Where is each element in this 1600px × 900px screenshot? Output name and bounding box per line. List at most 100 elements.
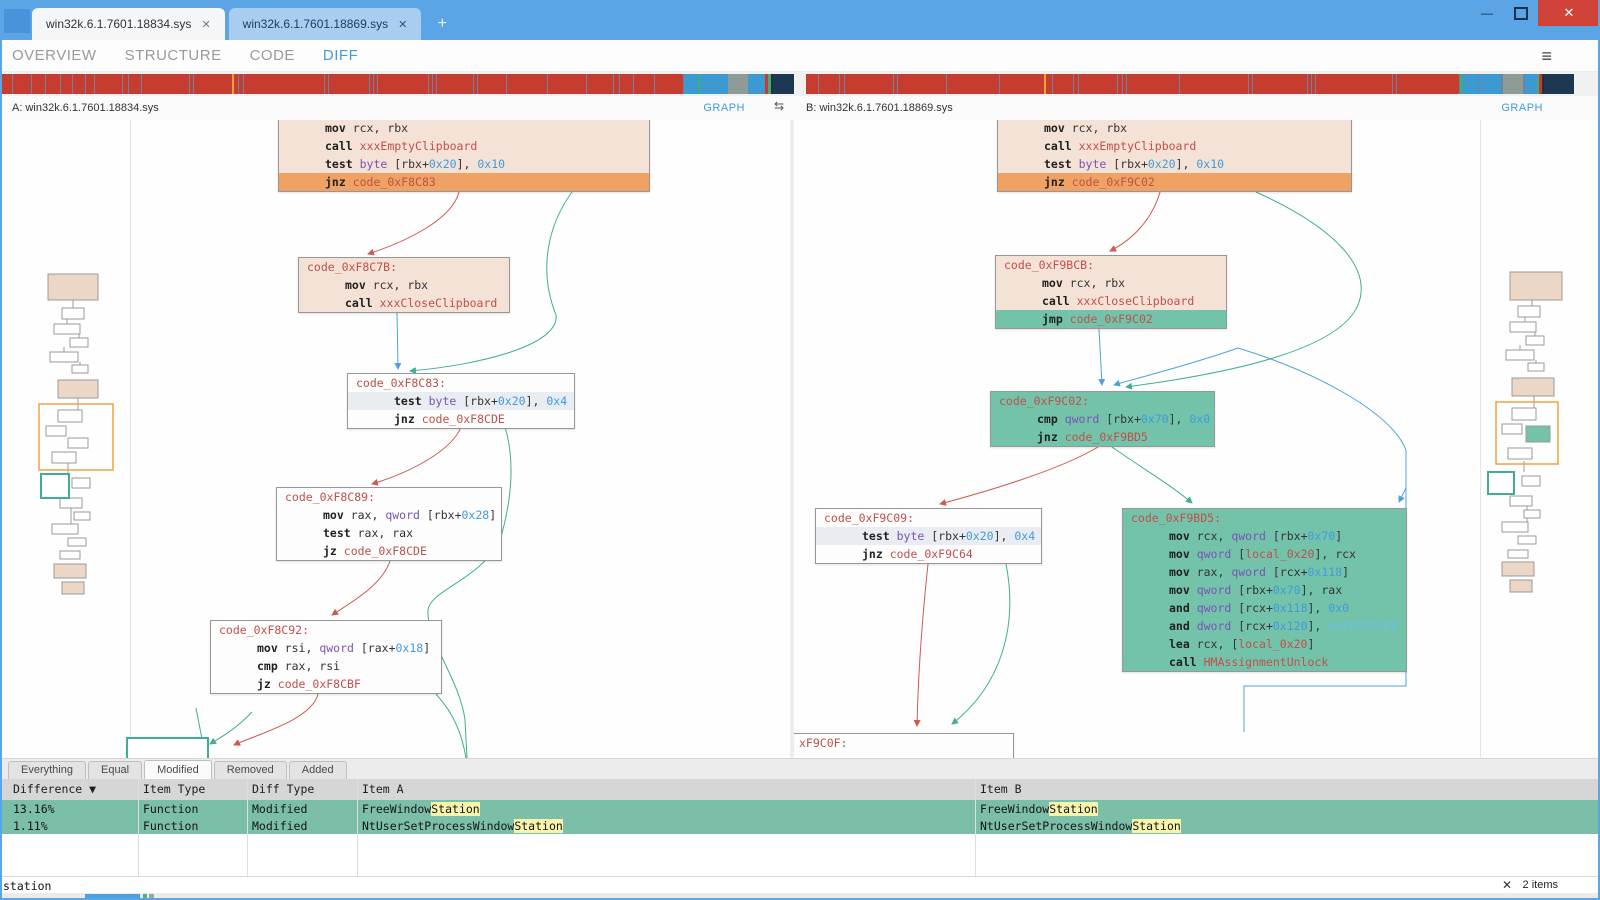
code-block-code0xF9BD5[interactable]: code_0xF9BD5:mov rcx, qword [rbx+0x70]mo…	[1122, 508, 1407, 672]
asm-line: mov rax, qword [rbx+0x28]	[323, 508, 497, 522]
diff-segment	[1392, 74, 1393, 94]
menu-item-overview[interactable]: OVERVIEW	[12, 47, 97, 64]
tab-close-icon[interactable]: ✕	[398, 18, 408, 31]
diff-segment	[1126, 74, 1127, 94]
diff-segment	[1053, 74, 1073, 94]
match-position-strip[interactable]	[0, 893, 1600, 900]
column-header-item-a[interactable]: Item A	[362, 782, 404, 796]
diff-segment	[243, 74, 244, 94]
code-block-xF9C0F[interactable]: xF9C0F:	[794, 733, 1014, 758]
diff-strip-a[interactable]	[2, 74, 798, 94]
diff-segment	[369, 74, 370, 94]
diff-segment	[748, 74, 765, 94]
diff-segment	[370, 74, 373, 94]
search-match-highlight: Station	[1132, 819, 1181, 833]
filter-tab-added[interactable]: Added	[288, 761, 347, 779]
match-marker	[143, 894, 147, 899]
close-button[interactable]: ✕	[1538, 0, 1600, 26]
document-tab[interactable]: win32k.6.1.7601.18834.sys✕	[32, 8, 225, 40]
graph-minimap-b[interactable]	[1482, 268, 1572, 613]
diff-strip-b[interactable]	[806, 74, 1578, 94]
column-header-item-type[interactable]: Item Type	[143, 782, 206, 796]
diff-segment	[1311, 74, 1312, 94]
swap-panes-icon[interactable]: ⇆	[773, 99, 785, 113]
minimap-viewport[interactable]	[38, 403, 114, 471]
menu-item-code[interactable]: CODE	[249, 47, 295, 64]
diff-segment	[1118, 74, 1122, 94]
asm-line: test byte [rbx+0x20], 0x4	[348, 392, 574, 410]
diff-segment	[437, 74, 473, 94]
pane-b-view-label[interactable]: GRAPH	[1501, 102, 1543, 114]
hamburger-menu-icon[interactable]: ≡	[1541, 46, 1552, 66]
match-marker	[149, 894, 154, 899]
column-header-difference[interactable]: Difference ▼	[13, 782, 97, 796]
search-input[interactable]: station	[3, 879, 52, 893]
menu-item-structure[interactable]: STRUCTURE	[124, 47, 222, 64]
tab-close-icon[interactable]: ✕	[201, 18, 211, 31]
diff-segment	[1248, 74, 1249, 94]
minimize-button[interactable]: —	[1481, 6, 1493, 20]
diff-segment	[73, 74, 85, 94]
diff-segment	[728, 74, 748, 94]
diff-segment	[1252, 74, 1253, 94]
column-header-item-b[interactable]: Item B	[980, 782, 1022, 796]
code-block[interactable]	[126, 737, 209, 758]
pane-a-view-label[interactable]: GRAPH	[703, 102, 745, 114]
graph-minimap-a[interactable]	[38, 268, 116, 598]
filter-tab-modified[interactable]: Modified	[144, 760, 212, 779]
document-tab[interactable]: win32k.6.1.7601.18869.sys ✕	[228, 8, 422, 40]
code-block-code0xF8C92[interactable]: code_0xF8C92:mov rsi, qword [rax+0x18]cm…	[210, 620, 442, 694]
diff-segment	[771, 74, 773, 94]
filter-tab-removed[interactable]: Removed	[213, 761, 287, 779]
window-border	[0, 898, 1600, 900]
pane-divider[interactable]	[790, 120, 794, 758]
menu-item-diff[interactable]: DIFF	[322, 47, 359, 64]
diff-segment	[897, 74, 898, 94]
clear-search-icon[interactable]: ✕	[1501, 878, 1512, 892]
asm-line: mov rsi, qword [rax+0x18]	[257, 641, 431, 655]
diff-segment	[844, 74, 845, 94]
block-label: code_0xF8C7B:	[307, 260, 398, 274]
diff-segment	[1308, 74, 1311, 94]
filter-tab-equal[interactable]: Equal	[87, 761, 143, 779]
code-block-code0xF8C89[interactable]: code_0xF8C89:mov rax, qword [rbx+0x28]te…	[276, 487, 502, 561]
asm-line: test byte [rbx+0x20], 0x4	[816, 527, 1041, 545]
cell: Modified	[252, 819, 308, 833]
document-tab-label: win32k.6.1.7601.18869.sys	[242, 17, 389, 31]
diff-segment	[1000, 74, 1044, 94]
new-tab-button[interactable]: +	[437, 15, 447, 32]
diff-segment	[806, 74, 818, 94]
diff-segment	[61, 74, 72, 94]
asm-line: lea rcx, [local_0x20]	[1169, 637, 1315, 651]
column-header-diff-type[interactable]: Diff Type	[252, 782, 315, 796]
diff-segment	[1396, 74, 1397, 94]
maximize-button[interactable]	[1504, 0, 1538, 26]
asm-line: cmp qword [rbx+0x70], 0x0	[1037, 412, 1211, 426]
diff-segment	[999, 74, 1000, 94]
cell-item-a: FreeWindowStation	[362, 802, 480, 816]
diff-segment	[244, 74, 324, 94]
results-table-header[interactable]: Difference ▼ Item Type Diff Type Item A Item…	[0, 779, 1600, 800]
diff-segment	[1044, 74, 1046, 94]
asm-line: cmp rax, rsi	[257, 659, 341, 673]
diff-segment	[1079, 74, 1117, 94]
asm-line: test byte [rbx+0x20], 0x10	[1044, 157, 1225, 171]
filter-tab-everything[interactable]: Everything	[8, 761, 86, 779]
diff-segment	[45, 74, 46, 94]
diff-segment	[374, 74, 377, 94]
minimap-viewport[interactable]	[1495, 401, 1559, 465]
asm-line: jnz code_0xF9C64	[862, 547, 973, 561]
pane-b-title: B: win32k.6.1.7601.18869.sys	[806, 102, 953, 114]
